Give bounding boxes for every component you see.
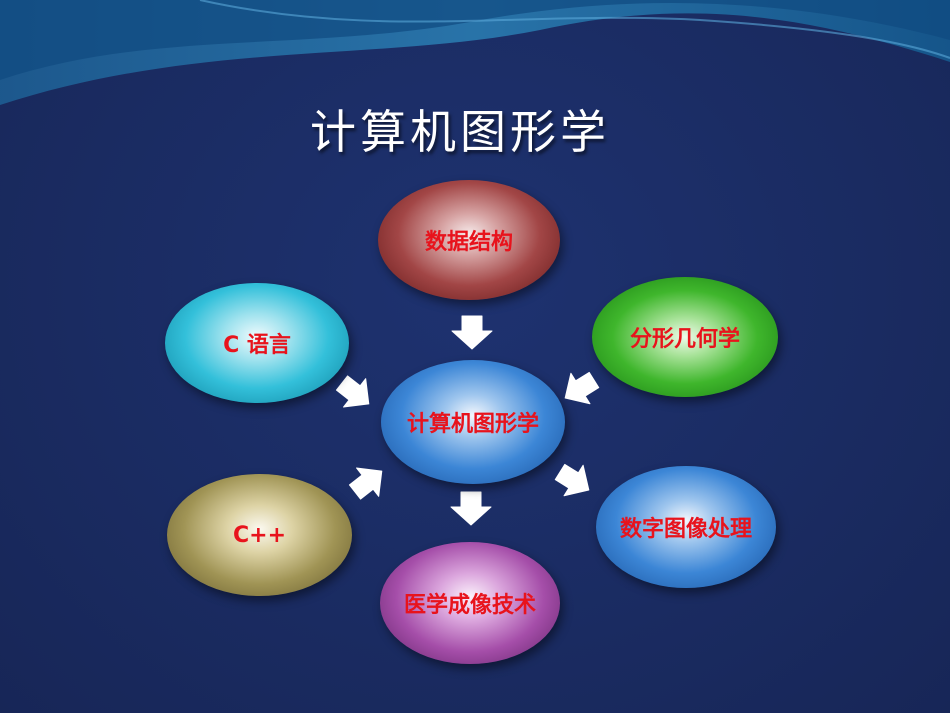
node-fractal-geometry: 分形几何学: [592, 277, 778, 397]
node-cpp: C++: [167, 474, 352, 596]
header-wave-decoration: [0, 0, 950, 105]
node-data-structures: 数据结构: [378, 180, 560, 300]
node-c-language: C 语言: [165, 283, 349, 403]
arrow-to-digital-image-processing: [554, 463, 590, 497]
arrow-from-data-structures: [451, 315, 493, 350]
node-label: 医学成像技术: [403, 593, 536, 618]
node-label: 计算机图形学: [406, 412, 539, 437]
node-label: 分形几何学: [629, 327, 740, 352]
node-label: C 语言: [223, 333, 291, 358]
node-computer-graphics: 计算机图形学: [381, 360, 565, 484]
arrow-to-medical-imaging: [450, 491, 492, 526]
node-label: 数据结构: [424, 230, 513, 255]
arrow-from-fractal-geometry: [564, 371, 600, 405]
node-medical-imaging: 医学成像技术: [380, 542, 560, 664]
page-title: 计算机图形学: [310, 105, 610, 159]
node-label: 数字图像处理: [619, 517, 752, 542]
node-digital-image-processing: 数字图像处理: [596, 466, 776, 588]
arrow-from-c-language: [335, 375, 370, 408]
node-label: C++: [232, 522, 286, 548]
arrow-from-cpp: [348, 467, 383, 500]
